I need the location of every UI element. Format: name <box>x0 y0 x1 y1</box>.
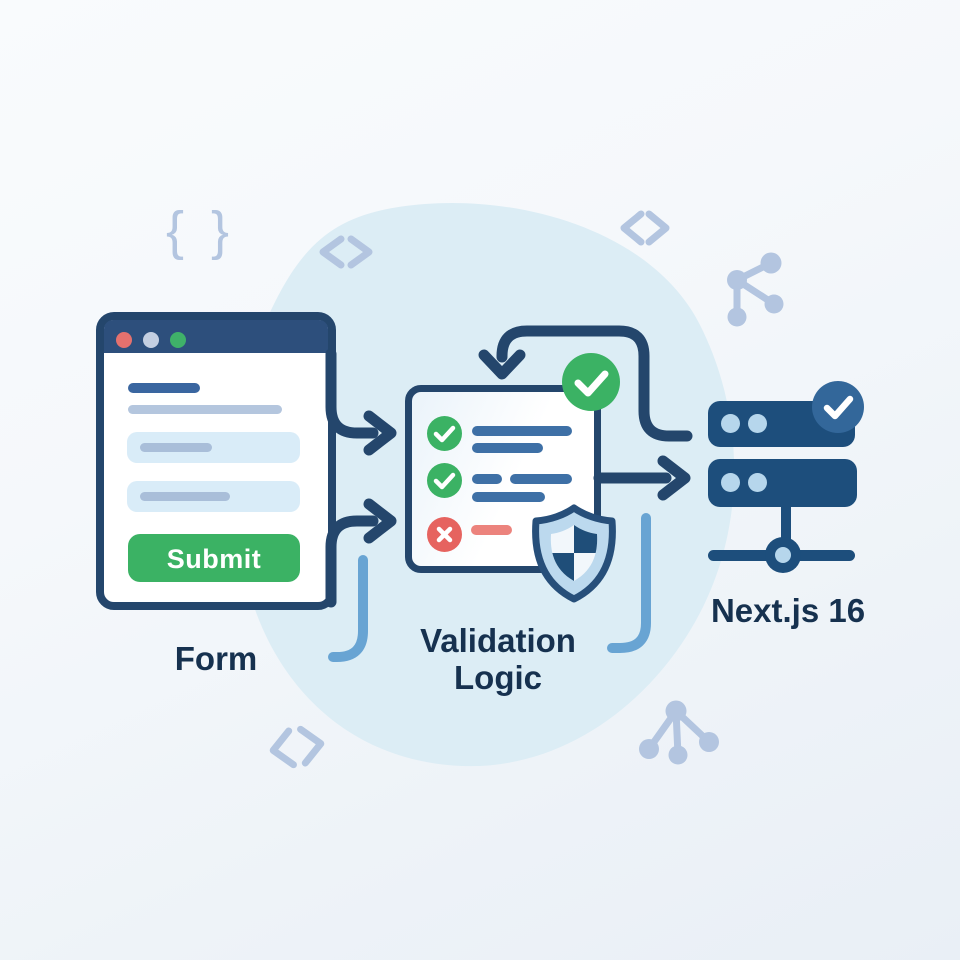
submit-button[interactable]: Submit <box>128 534 300 582</box>
form-subheading-line <box>128 405 282 414</box>
validation-label: Validation Logic <box>420 622 576 696</box>
network-nodes-icon <box>639 700 719 765</box>
input-placeholder-line <box>140 443 212 452</box>
arrow-server-to-validation-loop <box>478 325 693 442</box>
connector-right <box>607 513 651 653</box>
form-window: Submit <box>96 312 336 610</box>
check-circle-icon <box>427 416 462 451</box>
code-braces-icon: { } <box>166 201 236 261</box>
server-led <box>748 473 767 492</box>
server-led <box>748 414 767 433</box>
window-dot-green <box>170 332 186 348</box>
form-label: Form <box>174 640 258 677</box>
window-titlebar <box>104 320 328 353</box>
check-circle-icon <box>427 463 462 498</box>
checklist-line <box>472 474 502 484</box>
window-dot-red <box>116 332 132 348</box>
input-field[interactable] <box>127 481 300 512</box>
error-line <box>471 525 512 535</box>
checklist-line <box>510 474 572 484</box>
checklist-line <box>472 443 543 453</box>
checklist-line <box>472 492 545 502</box>
arrow-validation-to-server <box>593 455 691 501</box>
arrow-form-to-validation-bottom <box>325 498 397 608</box>
server-label: Next.js 16 <box>710 592 866 629</box>
connector-left <box>328 555 368 662</box>
window-dot-gray <box>143 332 159 348</box>
code-chevrons-icon <box>620 210 670 246</box>
input-field[interactable] <box>127 432 300 463</box>
code-chevrons-icon <box>319 235 373 269</box>
checklist-line <box>472 426 572 436</box>
network-nodes-icon <box>727 252 784 327</box>
server-node <box>765 537 801 573</box>
server-led <box>721 473 740 492</box>
server-rack-bottom <box>708 459 857 507</box>
server-node-center <box>775 547 791 563</box>
arrow-form-to-validation-top <box>325 348 397 456</box>
shield-icon <box>532 504 616 603</box>
validation-success-badge-icon <box>562 353 620 411</box>
cross-circle-icon <box>427 517 462 552</box>
server-status-badge-icon <box>812 381 864 433</box>
server-stem <box>781 507 791 545</box>
server-led <box>721 414 740 433</box>
form-heading-line <box>128 383 200 393</box>
code-chevrons-icon <box>269 725 325 769</box>
input-placeholder-line <box>140 492 230 501</box>
